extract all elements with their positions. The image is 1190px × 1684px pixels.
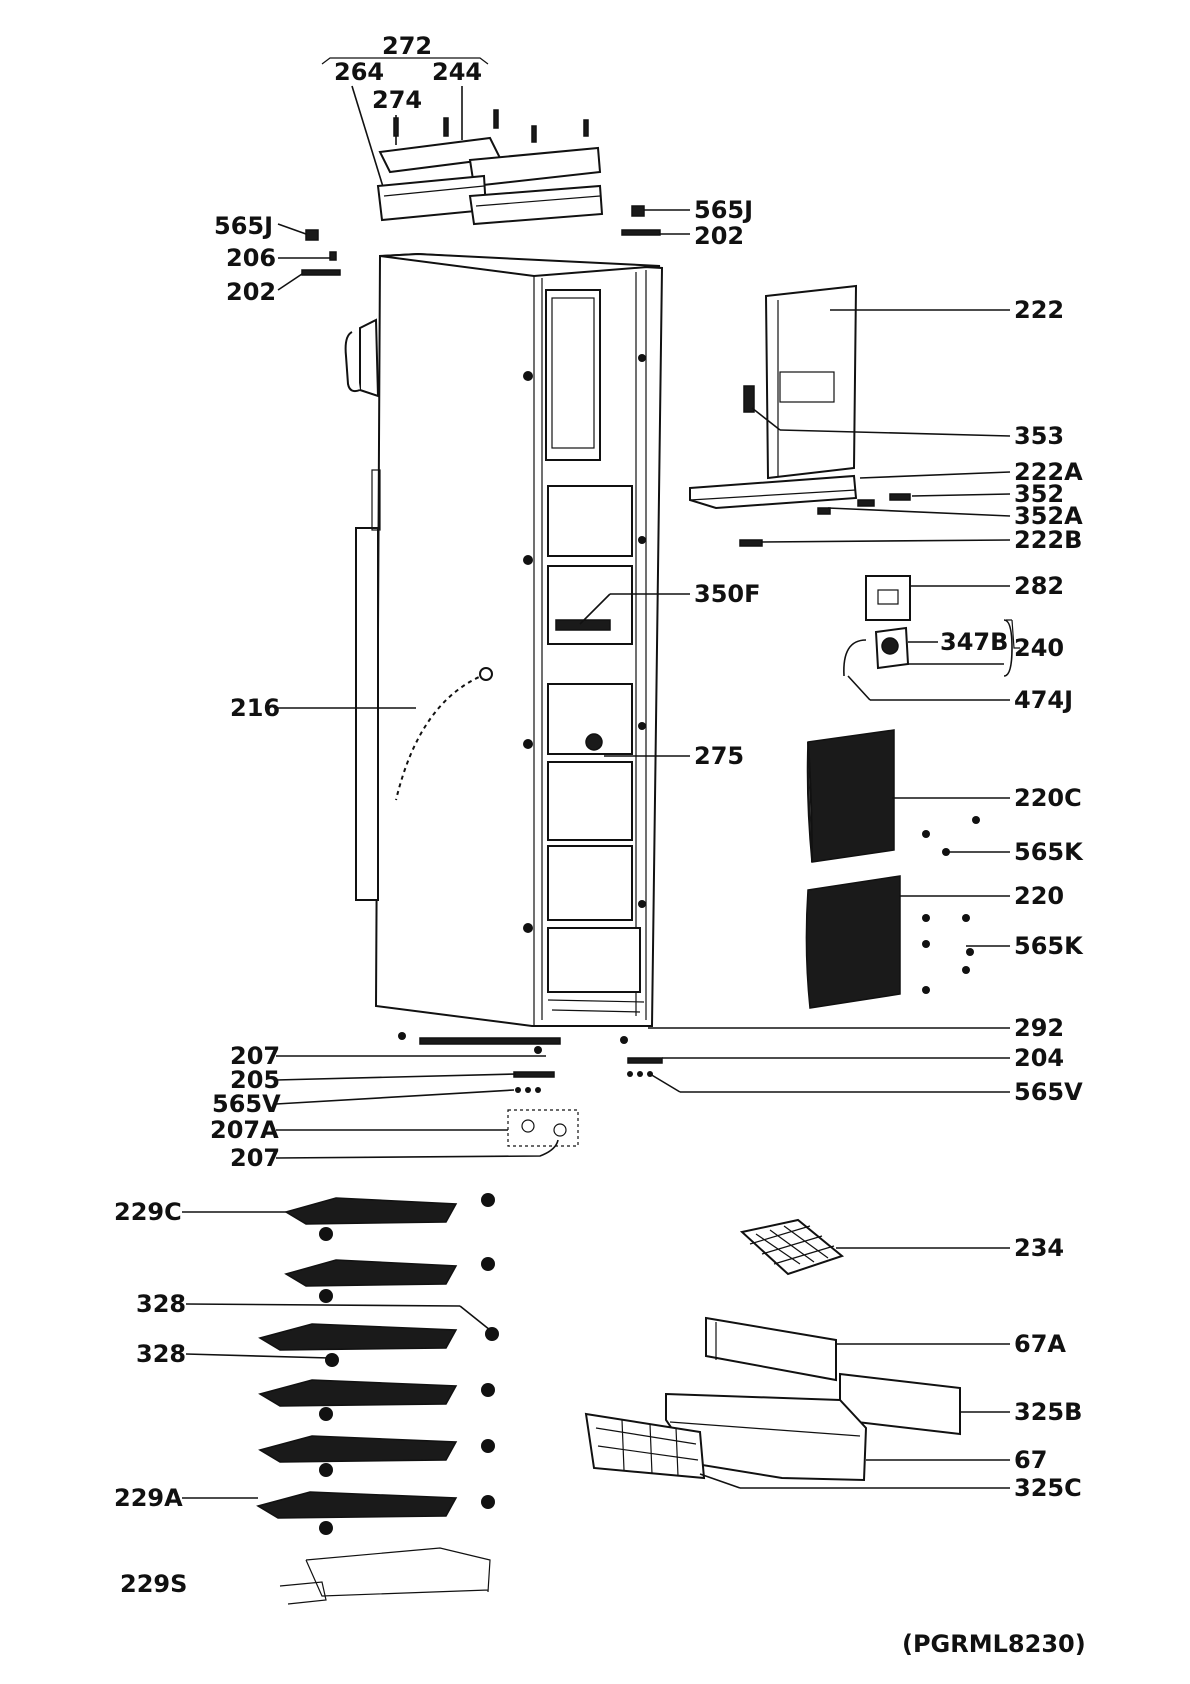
label-67: 67 xyxy=(1014,1446,1047,1474)
label-352a: 352A xyxy=(1014,502,1083,530)
label-234: 234 xyxy=(1014,1234,1064,1262)
label-202-left: 202 xyxy=(226,278,276,306)
refrigerator-cabinet xyxy=(344,252,664,1054)
drawer-flaps xyxy=(805,729,980,1009)
bottom-hardware xyxy=(507,1057,663,1147)
label-264: 264 xyxy=(334,58,384,86)
label-565j-right: 565J xyxy=(694,196,753,224)
callout-labels: 272 264 244 274 565J 565J 206 202 202 22… xyxy=(114,32,1086,1658)
label-565v-right: 565V xyxy=(1014,1078,1083,1106)
label-220c: 220C xyxy=(1014,784,1082,812)
label-222a: 222A xyxy=(1014,458,1083,486)
label-474j: 474J xyxy=(1014,686,1073,714)
label-222: 222 xyxy=(1014,296,1064,324)
label-325b: 325B xyxy=(1014,1398,1082,1426)
label-206: 206 xyxy=(226,244,276,272)
label-207-bottom: 207 xyxy=(230,1144,280,1172)
label-292: 292 xyxy=(1014,1014,1064,1042)
label-565k-1: 565K xyxy=(1014,838,1084,866)
label-205: 205 xyxy=(230,1066,280,1094)
label-565v-left: 565V xyxy=(212,1090,281,1118)
label-353: 353 xyxy=(1014,422,1064,450)
leader-lines xyxy=(182,309,1020,1499)
control-module xyxy=(843,575,911,677)
label-275: 275 xyxy=(694,742,744,770)
model-code: (PGRML8230) xyxy=(902,1630,1086,1658)
label-229a: 229A xyxy=(114,1484,183,1512)
label-565j-left: 565J xyxy=(214,212,273,240)
label-222b: 222B xyxy=(1014,526,1082,554)
label-229c: 229C xyxy=(114,1198,182,1226)
label-325c: 325C xyxy=(1014,1474,1082,1502)
fasteners-upper xyxy=(277,205,690,291)
label-240: 240 xyxy=(1014,634,1064,662)
door-assembly xyxy=(689,284,911,547)
label-207-top: 207 xyxy=(230,1042,280,1070)
label-207a: 207A xyxy=(210,1116,279,1144)
label-220: 220 xyxy=(1014,882,1064,910)
crisper-drawer xyxy=(584,1316,961,1482)
label-274: 274 xyxy=(372,86,422,114)
label-565k-2: 565K xyxy=(1014,932,1084,960)
label-67a: 67A xyxy=(1014,1330,1066,1358)
label-272: 272 xyxy=(382,32,432,60)
label-204: 204 xyxy=(1014,1044,1064,1072)
label-282: 282 xyxy=(1014,572,1064,600)
label-328-2: 328 xyxy=(136,1340,186,1368)
label-352: 352 xyxy=(1014,480,1064,508)
label-244: 244 xyxy=(432,58,482,86)
label-202-right: 202 xyxy=(694,222,744,250)
ice-tray xyxy=(739,1218,845,1276)
label-328-1: 328 xyxy=(136,1290,186,1318)
label-347b: 347B xyxy=(940,628,1008,656)
glass-shelves xyxy=(256,1193,499,1605)
top-cover-parts xyxy=(321,57,604,226)
label-350f: 350F xyxy=(694,580,761,608)
label-229s: 229S xyxy=(120,1570,187,1598)
label-216: 216 xyxy=(230,694,280,722)
